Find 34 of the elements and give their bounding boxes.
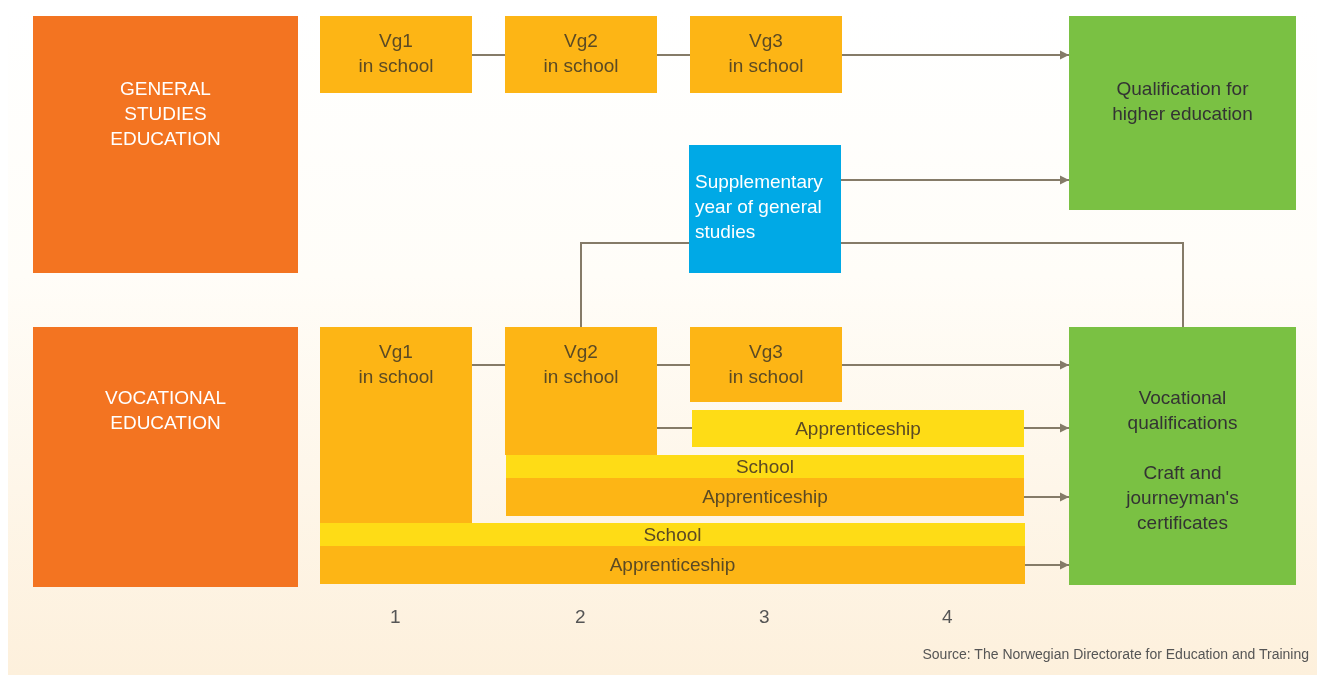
year-number: 1 xyxy=(390,606,401,628)
arrow xyxy=(1023,492,1070,502)
source-note: Source: The Norwegian Directorate for Education and Training xyxy=(922,646,1309,662)
connector-line xyxy=(656,364,691,366)
school-bar: School xyxy=(506,455,1024,478)
arrow xyxy=(841,360,1070,370)
supplementary-year-box: Supplementary year of general studies xyxy=(689,145,841,273)
stream-heading-box: VOCATIONAL EDUCATION xyxy=(33,327,298,587)
year-number: 4 xyxy=(942,606,953,628)
school-year-box: Vg3 in school xyxy=(690,16,842,93)
apprenticeship-bar: Apprenticeship xyxy=(320,546,1025,584)
qualification-box: Qualification for higher education xyxy=(1069,16,1296,210)
connector-line xyxy=(656,54,691,56)
connector-line xyxy=(580,242,690,328)
connector-line xyxy=(656,427,693,429)
connector-line xyxy=(471,54,506,56)
apprenticeship-bar: Apprenticeship xyxy=(506,478,1024,516)
school-bar: School xyxy=(320,523,1025,546)
year-number: 3 xyxy=(759,606,770,628)
school-year-box: Vg2 in school xyxy=(505,16,657,93)
stream-heading-box: GENERAL STUDIES EDUCATION xyxy=(33,16,298,273)
school-year-box: Vg3 in school xyxy=(690,327,842,402)
connector-line xyxy=(471,364,506,366)
apprenticeship-bar: Apprenticeship xyxy=(692,410,1024,447)
arrow xyxy=(1023,423,1070,433)
arrow xyxy=(1024,560,1070,570)
school-year-box: Vg1 in school xyxy=(320,327,472,523)
school-year-box: Vg1 in school xyxy=(320,16,472,93)
school-year-box: Vg2 in school xyxy=(505,327,657,455)
arrow xyxy=(840,175,1070,185)
year-number: 2 xyxy=(575,606,586,628)
qualification-box: Vocational qualifications Craft and journeyman's certificates xyxy=(1069,327,1296,585)
arrow xyxy=(841,50,1070,60)
connector-line xyxy=(840,242,1184,328)
